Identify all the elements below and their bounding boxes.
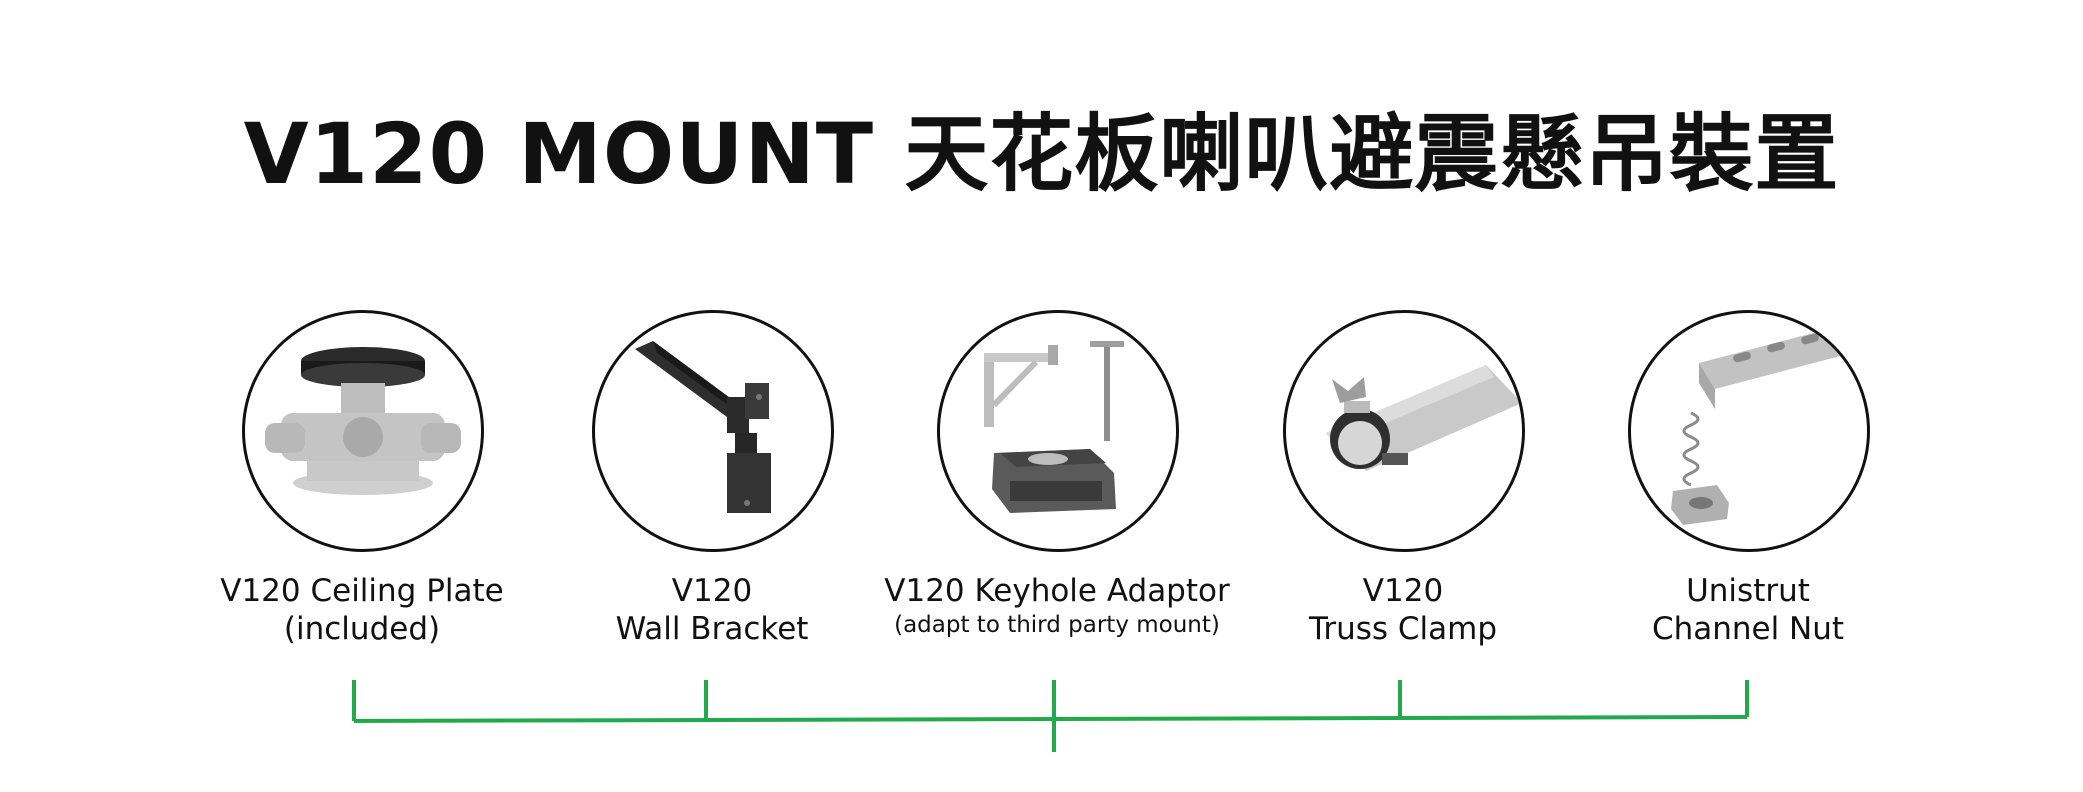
page-title: V120 MOUNT 天花板喇叭避震懸吊裝置 — [243, 105, 1840, 203]
accessory-subtitle: (included) — [283, 611, 441, 647]
ceiling-plate-icon — [242, 310, 484, 552]
accessory-title: Unistrut — [1686, 573, 1810, 609]
accessory-subtitle: (adapt to third party mount) — [894, 612, 1220, 638]
wall-bracket-icon — [592, 310, 834, 552]
accessory-title: V120 — [671, 573, 753, 609]
accessory-title: V120 Ceiling Plate — [220, 573, 504, 609]
accessory-title: V120 — [1362, 573, 1444, 609]
channel-nut-icon — [1628, 310, 1870, 552]
accessory-title: V120 Keyhole Adaptor — [884, 573, 1230, 609]
accessory-subtitle: Wall Bracket — [615, 611, 809, 647]
accessory-subtitle: Truss Clamp — [1308, 611, 1498, 647]
accessory-subtitle: Channel Nut — [1651, 611, 1845, 647]
keyhole-adaptor-icon — [937, 310, 1179, 552]
truss-clamp-icon — [1283, 310, 1525, 552]
